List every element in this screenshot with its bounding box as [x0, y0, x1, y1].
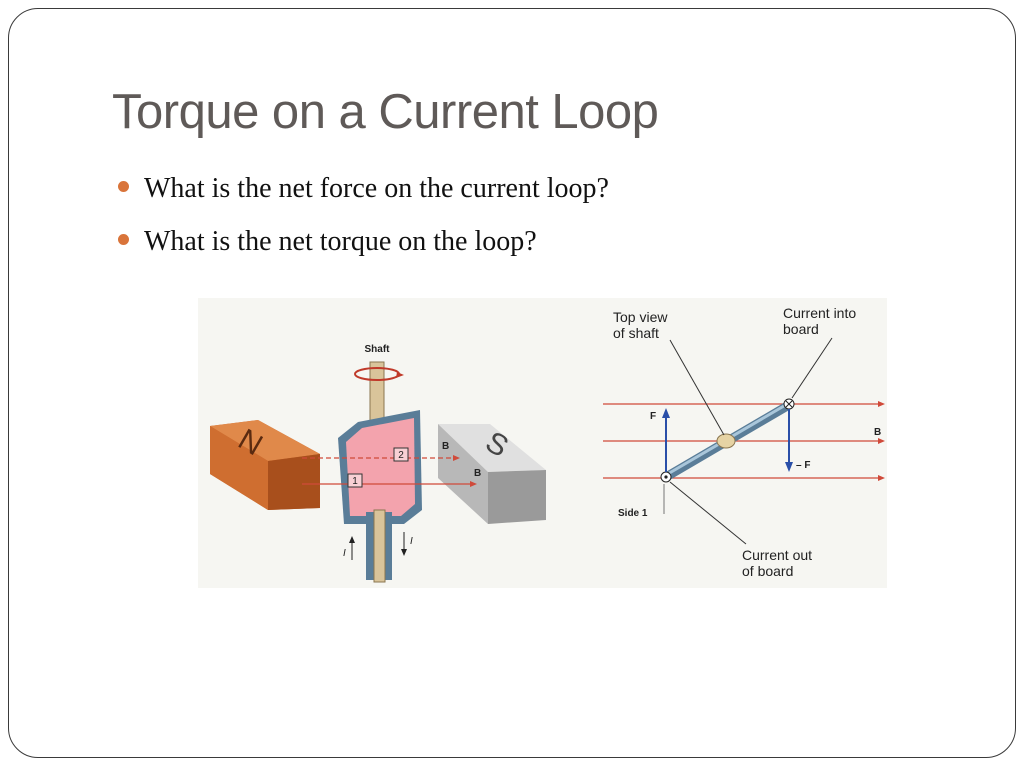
motor-diagram: N S Shaft B B 2 1 [210, 344, 546, 583]
force-down-arrow-icon [785, 462, 793, 472]
bullet-text: What is the net torque on the loop? [144, 226, 537, 257]
side-label: Side 1 [618, 508, 648, 519]
field-label-right: B [874, 427, 881, 438]
north-magnet: N [210, 420, 320, 510]
field-label-lower: B [474, 468, 481, 479]
shaft-lower [373, 509, 386, 583]
side-2-label: 2 [398, 450, 404, 461]
loop-face [346, 418, 415, 516]
current-into-label: Current into board [783, 305, 860, 337]
top-view-label: Top view of shaft [613, 309, 671, 341]
field-label-upper: B [442, 441, 449, 452]
torque-figure: N S Shaft B B 2 1 [198, 298, 887, 588]
top-view-diagram: B F – F Top view of shaft Current [603, 305, 885, 579]
slide-title: Torque on a Current Loop [112, 85, 659, 139]
current-out-label: Current out of board [742, 547, 816, 579]
neg-force-label: – F [796, 460, 810, 471]
bullet-item: What is the net torque on the loop? [118, 221, 609, 274]
bullet-dot-icon [118, 234, 129, 245]
side-1-label: 1 [352, 476, 358, 487]
force-label: F [650, 411, 656, 422]
shaft-label: Shaft [365, 344, 391, 355]
shaft-top-view [716, 433, 736, 449]
current-label-down: I [410, 536, 413, 547]
current-label-up: I [343, 548, 346, 559]
force-up-arrow-icon [662, 408, 670, 418]
bullet-list: What is the net force on the current loo… [118, 168, 609, 274]
shaft-upper [369, 361, 385, 427]
bullet-item: What is the net force on the current loo… [118, 168, 609, 221]
bullet-dot-icon [118, 181, 129, 192]
south-magnet: S [438, 424, 546, 524]
figure-background [198, 298, 887, 588]
bullet-text: What is the net force on the current loo… [144, 173, 609, 204]
